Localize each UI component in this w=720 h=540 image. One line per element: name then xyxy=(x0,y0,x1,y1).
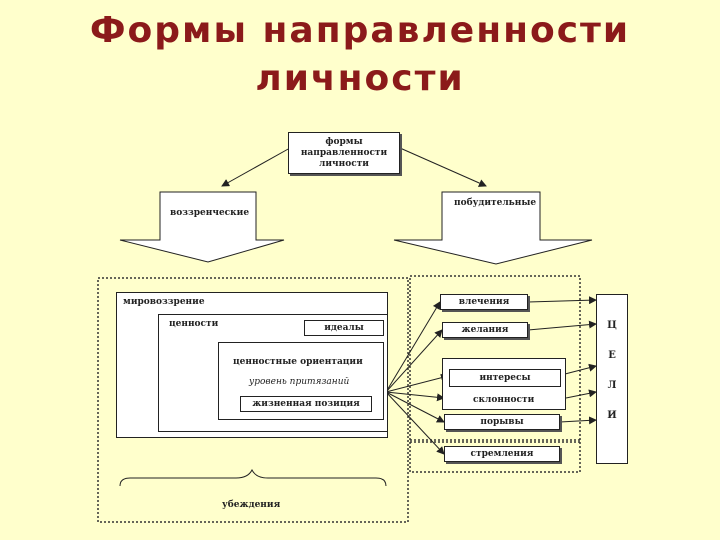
motive-interests-group: интересы склонности xyxy=(442,358,566,410)
page-title-line1: Формы направленности xyxy=(89,10,631,51)
goals-letter-3: Л xyxy=(607,380,617,391)
motive-strivings-label: стремления xyxy=(470,449,534,459)
beliefs-label: убеждения xyxy=(222,500,281,510)
page-title-line2: личности xyxy=(255,58,465,99)
values-label: ценности xyxy=(169,319,219,329)
arrow-voz xyxy=(119,191,285,263)
goals-letter-1: Ц xyxy=(607,320,617,331)
motive-interests: интересы xyxy=(449,369,561,387)
motive-interests-label: интересы xyxy=(479,373,531,383)
root-node: формы направленности личности xyxy=(288,132,400,174)
motive-desires-label: желания xyxy=(461,325,509,335)
motive-attraction: влечения xyxy=(440,294,528,310)
frame-voz xyxy=(97,277,409,523)
value-orientations-label: ценностные ориентации xyxy=(233,357,363,367)
motive-impulses: порывы xyxy=(444,414,560,430)
level-of-claims-label: уровень притязаний xyxy=(249,377,350,387)
right-branch-label: побудительные xyxy=(454,198,537,208)
frame-pob-bottom xyxy=(409,439,581,473)
motive-desires: желания xyxy=(442,322,528,338)
beliefs-brace xyxy=(119,468,387,487)
goals-letter-2: Е xyxy=(608,350,616,361)
life-position-box: жизненная позиция xyxy=(240,396,372,412)
motive-strivings: стремления xyxy=(444,446,560,462)
motive-inclinations-label: склонности xyxy=(473,395,535,405)
left-branch-label: воззренческие xyxy=(170,208,250,218)
arrow-root-left xyxy=(221,147,291,187)
ideals-label: идеалы xyxy=(324,323,364,333)
motive-impulses-label: порывы xyxy=(480,417,524,427)
arrow-pob xyxy=(393,191,593,265)
worldview-label: мировоззрение xyxy=(123,297,205,307)
goals-letter-4: И xyxy=(607,410,617,421)
goals-box xyxy=(596,294,628,464)
life-position-label: жизненная позиция xyxy=(252,399,360,409)
root-label: формы направленности личности xyxy=(300,137,388,169)
frame-pob xyxy=(409,275,581,443)
motive-attraction-label: влечения xyxy=(458,297,510,307)
arrow-root-right xyxy=(399,147,487,187)
ideals-box: идеалы xyxy=(304,320,384,336)
